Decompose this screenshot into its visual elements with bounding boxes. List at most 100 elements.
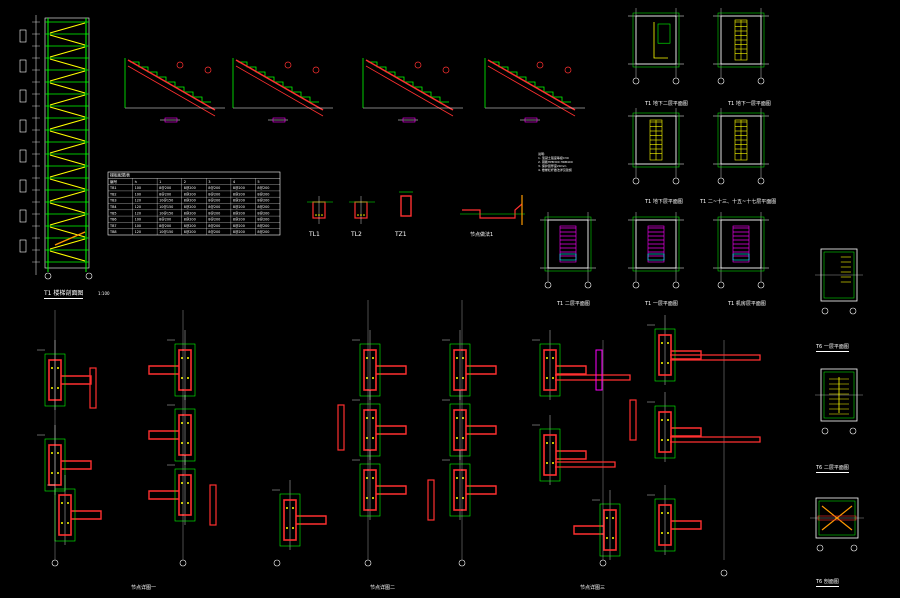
rebar-dot	[61, 502, 63, 504]
slab-section	[376, 485, 407, 495]
rebar-dot	[661, 439, 663, 441]
rebar-dot	[181, 357, 183, 359]
table-cell: 10@150	[159, 230, 173, 234]
node-detail	[442, 330, 497, 400]
table-header-cell: h	[135, 180, 137, 184]
stair-flight	[49, 226, 86, 238]
table-cell: 8@200	[257, 230, 269, 234]
rebar-dot	[456, 377, 458, 379]
table-cell: TB8	[109, 230, 117, 234]
rebar-dot	[181, 422, 183, 424]
rebar-dot	[667, 532, 669, 534]
node1-title: 节点详图一	[131, 585, 157, 591]
table-cell: 8@200	[184, 218, 196, 222]
slab-section	[71, 510, 102, 520]
stair-flight	[49, 118, 86, 130]
table-cell: 120	[135, 211, 141, 215]
section-marker	[176, 61, 184, 69]
wall-section	[178, 349, 192, 391]
table-header-cell: 1	[159, 180, 161, 184]
stair-node-detail	[460, 195, 525, 225]
node-detail	[272, 480, 327, 550]
node-detail	[148, 455, 196, 525]
table-header-cell: 2	[184, 180, 186, 184]
node-detail	[647, 485, 702, 555]
tl1-detail	[307, 196, 333, 224]
wall-section	[658, 411, 672, 453]
stair-flight	[49, 142, 86, 154]
level-mark	[19, 89, 27, 103]
section-marker	[414, 61, 422, 69]
rebar-dot	[292, 527, 294, 529]
t1-roof-plan-title: T1 机房层平面图	[728, 301, 766, 307]
axis-bubble	[849, 427, 857, 435]
table-cell: 8@200	[208, 199, 220, 203]
table-cell: 8@200	[184, 211, 196, 215]
table-cell: 8@200	[257, 186, 269, 190]
table-cell: 8@200	[159, 192, 171, 196]
table-cell: 8@200	[208, 186, 220, 190]
rebar-dot	[187, 442, 189, 444]
slab-section	[670, 354, 761, 361]
rebar-dot	[366, 357, 368, 359]
section-marker	[312, 66, 320, 74]
rebar-dot	[456, 437, 458, 439]
rebar-dot	[667, 342, 669, 344]
axis-bubble	[849, 307, 857, 315]
detail-outline	[539, 428, 561, 482]
axis-bubble	[632, 281, 640, 289]
slab-section	[61, 460, 92, 470]
axis-bubble	[599, 559, 607, 567]
slab-section	[466, 485, 497, 495]
rebar-dot	[606, 537, 608, 539]
rebar-dot	[187, 482, 189, 484]
t1-typ-plan	[713, 108, 769, 185]
node-detail	[37, 425, 92, 495]
rebar-dot	[661, 512, 663, 514]
stair-flight	[49, 166, 86, 178]
t6-section-title: T6 剖面图	[816, 579, 839, 587]
tl1-label: TL1	[309, 231, 320, 238]
table-cell: 8@200	[208, 218, 220, 222]
axis-bubble	[821, 427, 829, 435]
t1-b1-plan-title: T1 地下一层平面图	[728, 101, 771, 107]
rebar-dot	[667, 419, 669, 421]
detail-outline	[359, 463, 381, 517]
detail-outline	[174, 468, 196, 522]
stair-flight	[49, 94, 86, 106]
node-detail	[148, 395, 196, 465]
table-header-cell: 3	[208, 180, 210, 184]
slab-section	[555, 374, 631, 381]
rebar-dot	[462, 357, 464, 359]
landing	[647, 253, 665, 261]
column-section	[595, 349, 603, 391]
table-cell: 10@150	[159, 205, 173, 209]
rebar-dot	[366, 497, 368, 499]
rebar-dot	[181, 482, 183, 484]
rebar-dot	[661, 532, 663, 534]
rebar-dot	[667, 439, 669, 441]
rebar-dot	[456, 497, 458, 499]
tz1-detail	[399, 191, 413, 217]
rebar-dot	[57, 367, 59, 369]
rebar-dot	[286, 507, 288, 509]
slab-section	[671, 427, 702, 437]
slab-section	[296, 515, 327, 525]
rebar-dot	[61, 522, 63, 524]
section-frame	[44, 17, 90, 269]
node-detail	[532, 415, 587, 485]
rebar-dot	[612, 517, 614, 519]
t6-2f-plan	[815, 368, 863, 435]
rebar-dot	[67, 502, 69, 504]
landing	[732, 253, 750, 261]
rebar-dot	[456, 477, 458, 479]
note-line: 4. 楼梯栏杆做法详见建施	[538, 168, 572, 172]
table-cell: 8@200	[257, 192, 269, 196]
rebar-dot	[462, 497, 464, 499]
rebar-dot	[366, 377, 368, 379]
stair-run	[653, 22, 668, 59]
node-detail	[647, 392, 702, 462]
axis-bubble	[757, 281, 765, 289]
rebar-dot	[667, 362, 669, 364]
rebar-dot	[318, 214, 320, 216]
